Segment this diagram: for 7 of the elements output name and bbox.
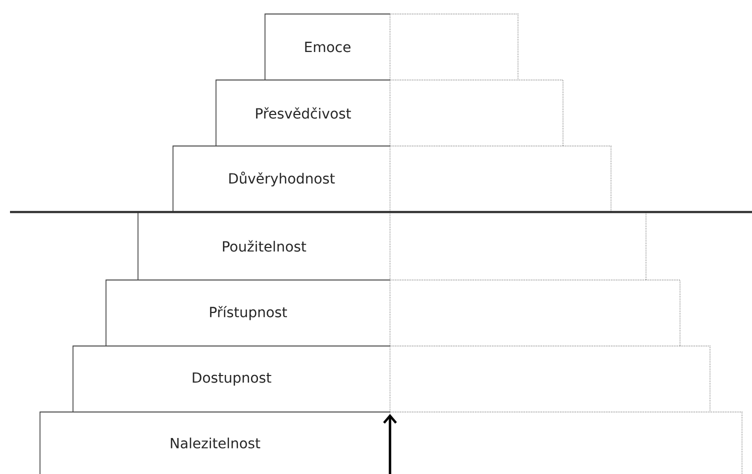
step-box: Přístupnost — [106, 280, 680, 346]
step-box: Přesvědčivost — [216, 80, 564, 146]
step-box: Emoce — [264, 14, 518, 80]
step-box: Nalezitelnost — [40, 412, 742, 474]
step-box: Dostupnost — [72, 346, 710, 412]
step-box: Důvěryhodnost — [172, 146, 612, 212]
step-box: Použitelnost — [138, 212, 646, 280]
